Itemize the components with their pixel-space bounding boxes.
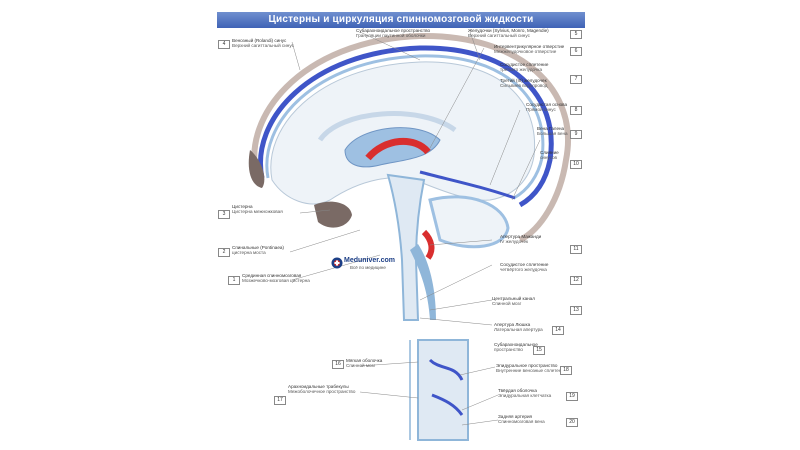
straight-sinus (419, 170, 516, 200)
label-number: 10 (570, 160, 582, 169)
label-number: 19 (566, 392, 578, 401)
label-number: 12 (570, 276, 582, 285)
label-number: 5 (570, 30, 582, 39)
label-number: 13 (570, 306, 582, 315)
choroid-plexus-third (365, 137, 431, 161)
watermark-subtitle: Всё по медицине (350, 265, 386, 270)
label-number: 18 (560, 366, 572, 375)
label-number: 6 (570, 47, 582, 56)
subarachnoid-space (265, 54, 545, 200)
label-number: 1 (228, 276, 240, 285)
sphenoid-bone (314, 201, 352, 228)
label-number: 4 (218, 40, 230, 49)
label-number: 16 (332, 360, 344, 369)
label-ventricles: Желудочки (Sylvius, Monro, Magendie)Верх… (468, 28, 549, 39)
corpus-callosum (317, 111, 457, 142)
label-number: 20 (566, 418, 578, 427)
label-number: 7 (570, 75, 582, 84)
label-pontine-cistern: Спинальные (Pontinaea)цистерна моста (232, 245, 284, 256)
brainstem (386, 173, 426, 321)
superior-sagittal-sinus (258, 45, 554, 208)
label-number: 11 (570, 245, 582, 254)
frontal-bone (248, 150, 265, 188)
label-number: 2 (218, 248, 230, 257)
meduniver-logo-icon (331, 257, 343, 269)
cerebellum (428, 195, 510, 249)
leader-lines (289, 31, 541, 426)
label-number: 3 (218, 210, 230, 219)
label-number: 15 (533, 346, 545, 355)
label-number: 14 (552, 326, 564, 335)
spinal-veins (428, 358, 464, 416)
label-number: 17 (274, 396, 286, 405)
watermark-name: Meduniver.com (344, 257, 395, 264)
diagram-title: Цистерны и циркуляция спинномозговой жид… (217, 12, 585, 28)
label-number: 8 (570, 106, 582, 115)
label-number: 9 (570, 130, 582, 139)
cisterna-magna (410, 244, 436, 320)
skull-outline (251, 32, 571, 243)
spinal-segment (417, 339, 469, 441)
